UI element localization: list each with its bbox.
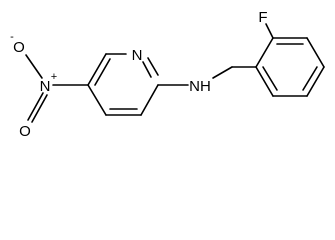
atom-nitro-oxygen-top: O [13, 39, 25, 56]
structure-diagram: F NH N N O O - + [10, 9, 325, 140]
charge-nitrogen-plus: + [51, 71, 57, 83]
bond-o-n-bottom-b [31, 94, 48, 123]
atom-ring-nitrogen: N [132, 47, 143, 64]
benzene-bond-6-inner [262, 66, 278, 91]
benzene-bond-4 [306, 66, 325, 97]
pyridine-bond-1-inner [94, 58, 111, 86]
benzene-bond-1 [255, 37, 274, 68]
benzene-bond-4-inner [302, 66, 318, 91]
pyridine-bond-6 [87, 84, 107, 116]
charge-oxygen-minus: - [10, 31, 14, 43]
atom-nitro-nitrogen: N [40, 78, 51, 95]
bond-o-n-top [25, 54, 43, 79]
pyridine-bond-1 [87, 53, 107, 86]
atom-fluorine: F [258, 9, 267, 26]
pyridine-bond-3-inner [142, 61, 152, 78]
pyridine-bond-4 [140, 84, 159, 116]
benzene-bond-6 [255, 66, 274, 97]
atom-amine: NH [189, 78, 211, 95]
bond-nh-ch2 [212, 66, 233, 79]
benzene-bond-3 [306, 37, 325, 68]
bond-ring-f [265, 23, 274, 39]
pyridine-bond-3 [147, 57, 159, 76]
bond-o-n-bottom-a [27, 92, 44, 121]
atom-nitro-oxygen-bottom: O [19, 123, 31, 140]
